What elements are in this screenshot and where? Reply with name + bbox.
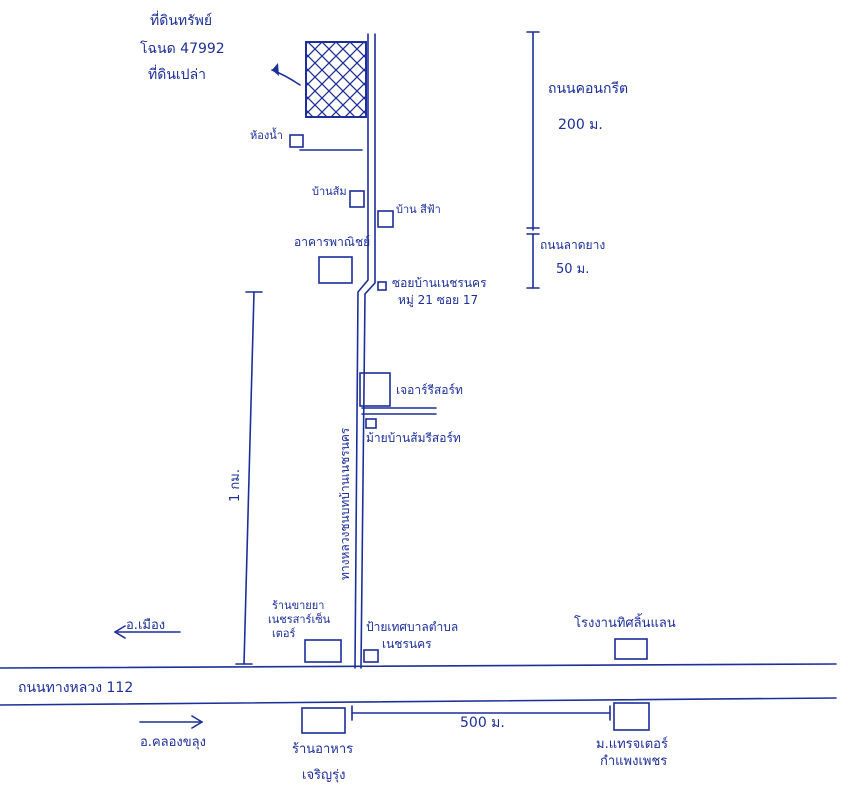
factory-label: โรงงานทิศลิ้นแลน <box>574 616 676 631</box>
resort1-label: เจอาร์รีสอร์ท <box>396 383 463 397</box>
shop-label-2: เนชรสาร์เซ็น <box>268 613 331 626</box>
direction-left: อ.เมือง <box>126 618 166 633</box>
restaurant-label-2: เจริญรุ่ง <box>302 768 346 783</box>
km-label: 1 กม. <box>228 469 243 502</box>
building-box <box>318 256 353 284</box>
highway-top <box>0 663 837 669</box>
house-top-label: ห้องน้ำ <box>250 129 283 142</box>
village-road-label: ทางหลวงชนบทบ้านเนชรนคร <box>338 427 352 580</box>
highway-label: ถนนทางหลวง 112 <box>18 680 134 696</box>
resort1-box <box>359 372 391 407</box>
between-distance: 500 ม. <box>460 715 505 731</box>
village-road-left-edge <box>354 33 369 669</box>
direction-right: อ.คลองขลุง <box>140 735 206 750</box>
land-plot <box>305 41 367 118</box>
concrete-length: 200 ม. <box>558 117 603 133</box>
restaurant-box <box>301 707 346 734</box>
university-label-2: กำแพงเพชร <box>600 754 668 769</box>
land-deed: โฉนด 47992 <box>140 41 225 57</box>
soi-label-1: ซอยบ้านเนชรนคร <box>392 276 487 290</box>
university-box <box>613 702 650 731</box>
shop-label-1: ร้านขายยา <box>272 599 325 612</box>
soi-label-2: หมู่ 21 ซอย 17 <box>398 293 479 307</box>
highway-bottom <box>0 697 837 706</box>
sign-label-2: เนชรนคร <box>382 637 432 651</box>
sign-box <box>363 649 379 663</box>
asphalt-road-label: ถนนลาดยาง <box>540 238 606 252</box>
land-desc: ที่ดินเปล่า <box>148 67 207 83</box>
km-dim-line <box>243 291 255 665</box>
shop-box <box>304 639 342 663</box>
resort2-label: ม้ายบ้านส้มรีสอร์ท <box>366 431 461 445</box>
soi-marker <box>377 281 387 291</box>
university-label-1: ม.แทรจเตอร์ <box>596 737 668 752</box>
factory-box <box>614 638 648 660</box>
house-som-box <box>349 190 365 208</box>
land-title: ที่ดินทรัพย์ <box>150 13 213 29</box>
house-sifa-box <box>377 210 394 228</box>
shop-label-3: เตอร์ <box>272 627 296 640</box>
building-label: อาคารพาณิชย์ <box>294 235 371 249</box>
asphalt-length: 50 ม. <box>556 262 590 277</box>
village-road-right-edge <box>360 33 376 669</box>
restaurant-label-1: ร้านอาหาร <box>292 742 354 757</box>
resort2-box <box>365 418 377 429</box>
house-som-label: บ้านส้ม <box>312 185 347 198</box>
sign-label-1: ป้ายเทศบาลตำบล <box>366 620 459 634</box>
house-sifa-label: บ้าน สีฟ้า <box>396 203 441 216</box>
concrete-road-label: ถนนคอนกรีต <box>548 81 629 97</box>
house-top-box <box>289 134 304 148</box>
